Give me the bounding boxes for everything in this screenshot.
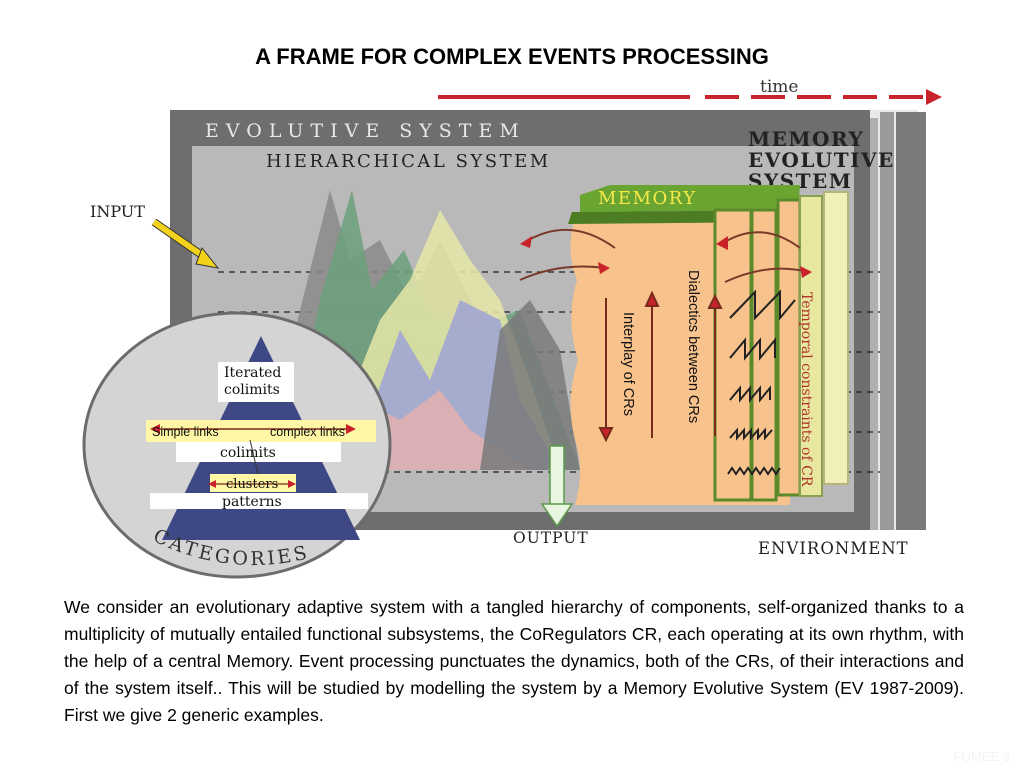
clusters-label: clusters — [226, 477, 278, 492]
complex-links-label: complex links — [270, 425, 345, 439]
slide-caption: We consider an evolutionary adaptive sys… — [64, 594, 964, 729]
interplay-label: Interplay of CRs — [620, 312, 636, 416]
environment-label: ENVIRONMENT — [758, 539, 909, 558]
output-label: OUTPUT — [513, 529, 589, 547]
input-label: INPUT — [90, 202, 145, 221]
temporal-constraints-label: Temporal constraints of CR — [798, 292, 814, 487]
evolutive-system-label: EVOLUTIVE SYSTEM — [205, 120, 526, 142]
slide-footer: FUMEE 3 — [954, 749, 1010, 764]
simple-links-label: Simple links — [152, 425, 219, 439]
time-label: time — [760, 77, 798, 97]
time-arrow — [438, 89, 942, 105]
patterns-label: patterns — [222, 494, 282, 510]
colimits-label: colimits — [220, 445, 276, 461]
iterated-label-1: Iterated — [224, 365, 281, 381]
memory-label: MEMORY — [598, 188, 697, 209]
iterated-label-2: colimits — [224, 382, 280, 398]
complex-events-diagram: time EVOLUTIVE SYSTEM HIERARCHICAL SYSTE… — [0, 0, 1024, 600]
dialectics-label: Dialectics between CRs — [685, 270, 701, 423]
hierarchical-system-label: HIERARCHICAL SYSTEM — [266, 151, 551, 172]
